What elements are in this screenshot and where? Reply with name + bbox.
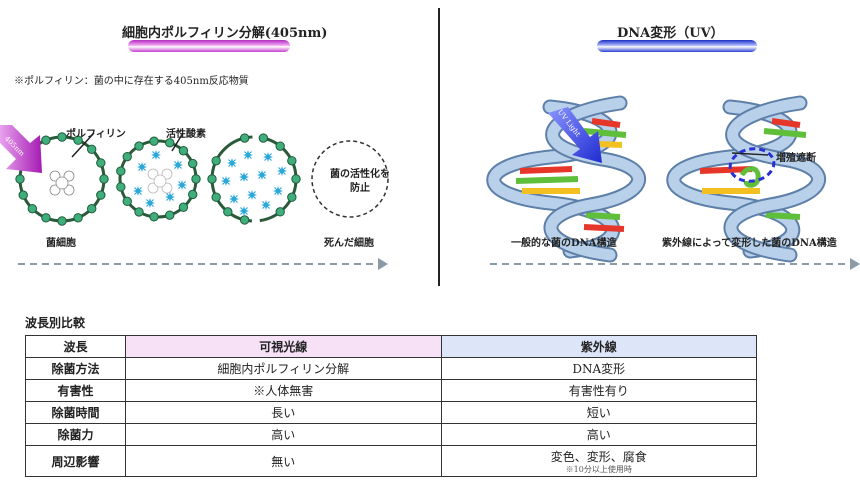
dna-damaged <box>666 95 826 263</box>
header-wavelength: 波長 <box>25 335 126 358</box>
membrane-knob <box>258 133 269 143</box>
membrane-knob <box>165 138 175 148</box>
bacteria-cell-destroyed <box>207 133 301 225</box>
membrane-knob <box>41 135 51 145</box>
membrane-knob <box>275 207 285 217</box>
row-label: 除菌方法 <box>25 357 126 380</box>
cell-uv: 有害性有り <box>440 379 757 402</box>
violet-beam-arrow <box>0 125 42 173</box>
left-title: 細胞内ポルフィリン分解(405nm) <box>122 26 328 41</box>
membrane-knob <box>86 203 97 214</box>
label-porphyrin: ポルフィリン <box>66 129 126 140</box>
membrane-knob <box>18 190 28 200</box>
row-label: 周辺影響 <box>25 445 126 477</box>
cell-uv: 変色、変形、腐食 ※10分以上使用時 <box>440 445 757 477</box>
membrane-knob <box>86 144 97 155</box>
label-normal-dna: 一般的な菌のDNA構造 <box>511 238 617 249</box>
cell-visible: 無い <box>125 445 442 477</box>
row-label: 有害性 <box>25 379 126 402</box>
membrane-knob <box>99 174 109 184</box>
table-row: 除菌力 高い 高い <box>25 423 757 446</box>
header-uv: 紫外線 <box>440 335 757 358</box>
membrane-knob <box>116 166 126 176</box>
dna-diagram: UV Light <box>486 95 860 270</box>
membrane-knob <box>122 151 132 162</box>
membrane-knob <box>178 146 189 156</box>
membrane-knob <box>239 133 250 143</box>
membrane-knob <box>275 141 285 151</box>
cell-visible: 長い <box>125 401 442 424</box>
membrane-knob <box>134 141 144 151</box>
membrane-knob <box>287 156 297 166</box>
label-damaged-dna: 紫外線によって変形した菌のDNA構造 <box>662 238 837 249</box>
proliferation-pointer <box>731 152 769 156</box>
table-row: 周辺影響 無い 変色、変形、腐食 ※10分以上使用時 <box>25 445 757 477</box>
porphyrin-pointer <box>71 132 95 158</box>
membrane-knob <box>211 192 221 202</box>
cell-visible: ※人体無害 <box>125 379 442 402</box>
membrane-knob <box>27 203 38 214</box>
label-bacteria-cell: 菌細胞 <box>46 238 76 249</box>
membrane-knob <box>207 174 217 184</box>
membrane-knob <box>223 207 233 217</box>
label-inactivation-line2: 防止 <box>350 183 370 194</box>
membrane-knob <box>188 158 198 169</box>
porphyrin-note: ※ポルフィリン：菌の中に存在する405nm反応物質 <box>14 76 249 87</box>
label-proliferation-block: 増殖遮断 <box>776 153 816 164</box>
cell-visible: 高い <box>125 423 442 446</box>
membrane-knob <box>134 207 144 217</box>
membrane-knob <box>178 202 189 212</box>
membrane-knob <box>57 132 67 142</box>
membrane-knob <box>291 174 301 184</box>
bacteria-cell-ros <box>116 136 201 222</box>
table-row: 除菌時間 長い 短い <box>25 401 757 424</box>
membrane-knob <box>116 182 126 192</box>
membrane-knob <box>149 136 159 146</box>
cell-uv-note: ※10分以上使用時 <box>565 465 632 474</box>
membrane-knob <box>96 158 106 168</box>
membrane-knob <box>287 192 297 202</box>
cell-uv: 短い <box>440 401 757 424</box>
uv-lamp <box>597 40 757 52</box>
membrane-knob <box>57 216 67 226</box>
membrane-knob <box>149 212 159 222</box>
process-arrow-left <box>18 258 388 270</box>
table-row: 有害性 ※人体無害 有害性有り <box>25 379 757 402</box>
label-inactivation: 菌の活性化を 防止 <box>330 168 390 196</box>
membrane-knob <box>211 156 221 166</box>
membrane-knob <box>73 213 83 223</box>
right-title: DNA変形（UV） <box>617 26 724 41</box>
membrane-knob <box>239 215 250 225</box>
label-dead-cell: 死んだ細胞 <box>324 238 374 249</box>
table-header-row: 波長 可視光線 紫外線 <box>25 335 757 358</box>
membrane-knob <box>165 210 175 220</box>
membrane-knob <box>41 213 51 223</box>
panel-divider <box>438 8 440 286</box>
row-label: 除菌力 <box>25 423 126 446</box>
label-ros: 活性酸素 <box>166 129 206 140</box>
membrane-knob <box>188 189 198 200</box>
process-arrow-right <box>490 258 860 270</box>
uv-beam-arrow <box>548 107 602 163</box>
porphyrin-diagram: 405nm <box>0 125 389 270</box>
row-label: 除菌時間 <box>25 401 126 424</box>
membrane-knob <box>73 135 83 145</box>
cell-uv-text: 変色、変形、腐食 <box>550 450 647 464</box>
header-visible-light: 可視光線 <box>125 335 442 358</box>
membrane-knob <box>96 190 106 200</box>
cell-uv: 高い <box>440 423 757 446</box>
violet-lamp <box>128 40 290 52</box>
comparison-table: 波長 可視光線 紫外線 除菌方法 細胞内ポルフィリン分解 DNA変形 有害性 ※… <box>25 335 757 477</box>
comparison-title: 波長別比較 <box>25 316 86 330</box>
dead-cell-circle <box>311 140 389 218</box>
table-row: 除菌方法 細胞内ポルフィリン分解 DNA変形 <box>25 357 757 380</box>
membrane-knob <box>122 196 132 207</box>
cell-visible: 細胞内ポルフィリン分解 <box>125 357 442 380</box>
ros-pointer <box>171 132 184 152</box>
membrane-knob <box>191 174 201 184</box>
label-inactivation-line1: 菌の活性化を <box>330 169 390 180</box>
dna-normal <box>486 95 646 263</box>
membrane-knob <box>15 174 25 184</box>
cell-uv: DNA変形 <box>440 357 757 380</box>
